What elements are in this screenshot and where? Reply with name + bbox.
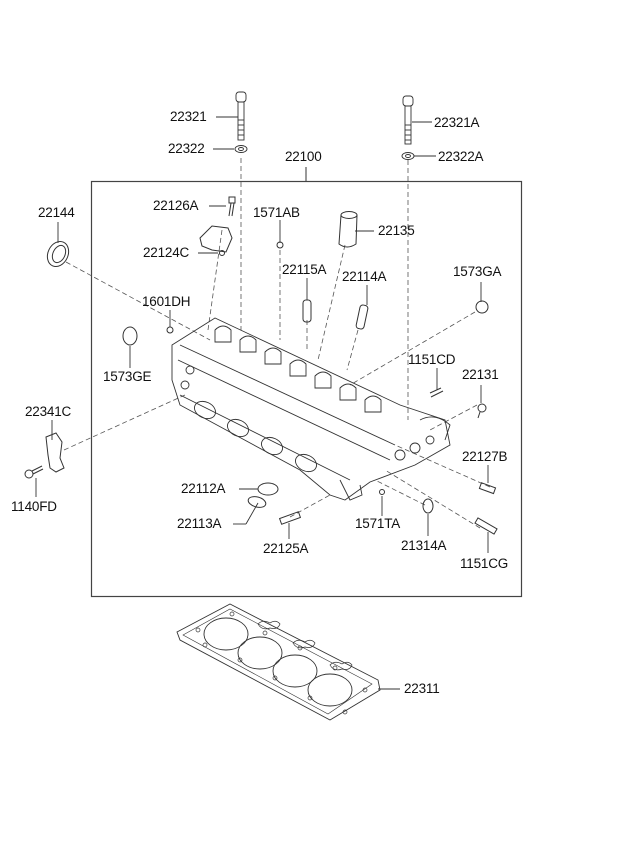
stud-1151CG <box>474 517 498 535</box>
part-label-22131[interactable]: 22131 <box>462 367 499 382</box>
cam-cap <box>199 225 233 253</box>
part-label-22114A[interactable]: 22114A <box>342 269 387 284</box>
part-label-22125A[interactable]: 22125A <box>263 541 309 556</box>
part-label-1571AB[interactable]: 1571AB <box>253 205 300 220</box>
valve-seat-22113A <box>247 496 267 508</box>
part-label-22126A[interactable]: 22126A <box>153 198 199 213</box>
head-bolt-22321A <box>401 95 415 160</box>
stud-22125A <box>278 511 302 525</box>
cylinder-head <box>171 317 451 501</box>
part-label-1151CG[interactable]: 1151CG <box>460 556 509 571</box>
part-label-1573GA[interactable]: 1573GA <box>453 264 502 279</box>
bolt-22126A <box>228 196 236 217</box>
valve-seat-22112A <box>257 482 279 496</box>
part-label-1151CD[interactable]: 1151CD <box>408 352 456 367</box>
part-label-22124C[interactable]: 22124C <box>143 245 190 260</box>
part-label-22311[interactable]: 22311 <box>404 681 440 696</box>
plug-tube-22135 <box>338 211 358 248</box>
assembly-dash-lines <box>63 158 491 529</box>
part-label-22135[interactable]: 22135 <box>378 223 415 238</box>
part-label-22321A[interactable]: 22321A <box>434 115 480 130</box>
part-label-1573GE[interactable]: 1573GE <box>103 369 152 384</box>
dowel-1571TA <box>379 489 385 495</box>
bolt-1140FD <box>24 465 44 479</box>
part-label-22115A[interactable]: 22115A <box>282 262 327 277</box>
part-label-22113A[interactable]: 22113A <box>177 516 222 531</box>
assembly-frame <box>90 180 523 598</box>
part-label-22100[interactable]: 22100 <box>285 149 322 164</box>
part-label-22144[interactable]: 22144 <box>38 205 75 220</box>
part-label-22127B[interactable]: 22127B <box>462 449 508 464</box>
dowel-22124C <box>219 250 225 256</box>
valve-guide-22114A <box>355 304 369 330</box>
oil-seal-22144 <box>46 240 70 268</box>
part-label-22341C[interactable]: 22341C <box>25 404 72 419</box>
hanger-22341C <box>45 432 65 473</box>
head-gasket-22311 <box>176 603 381 721</box>
part-label-21314A[interactable]: 21314A <box>401 538 447 553</box>
valve-guide-22115A <box>302 299 312 323</box>
stud-1151CD <box>429 387 444 398</box>
leader-lines <box>35 116 489 690</box>
head-bolt-22321 <box>234 91 248 153</box>
part-label-22322A[interactable]: 22322A <box>438 149 484 164</box>
part-label-1571TA[interactable]: 1571TA <box>355 516 401 531</box>
ball-plug-1601DH <box>166 326 174 334</box>
part-label-22322[interactable]: 22322 <box>168 141 205 156</box>
bolt-22131 <box>477 403 487 419</box>
dowel-1571AB <box>276 241 284 249</box>
part-label-22112A[interactable]: 22112A <box>181 481 226 496</box>
plug-1573GA <box>475 300 489 314</box>
part-label-1601DH[interactable]: 1601DH <box>142 294 191 309</box>
part-label-22321[interactable]: 22321 <box>170 109 207 124</box>
stud-22127B <box>478 482 497 495</box>
seal-21314A <box>422 498 434 514</box>
part-label-1140FD[interactable]: 1140FD <box>11 499 57 514</box>
plug-1573GE <box>122 326 138 346</box>
